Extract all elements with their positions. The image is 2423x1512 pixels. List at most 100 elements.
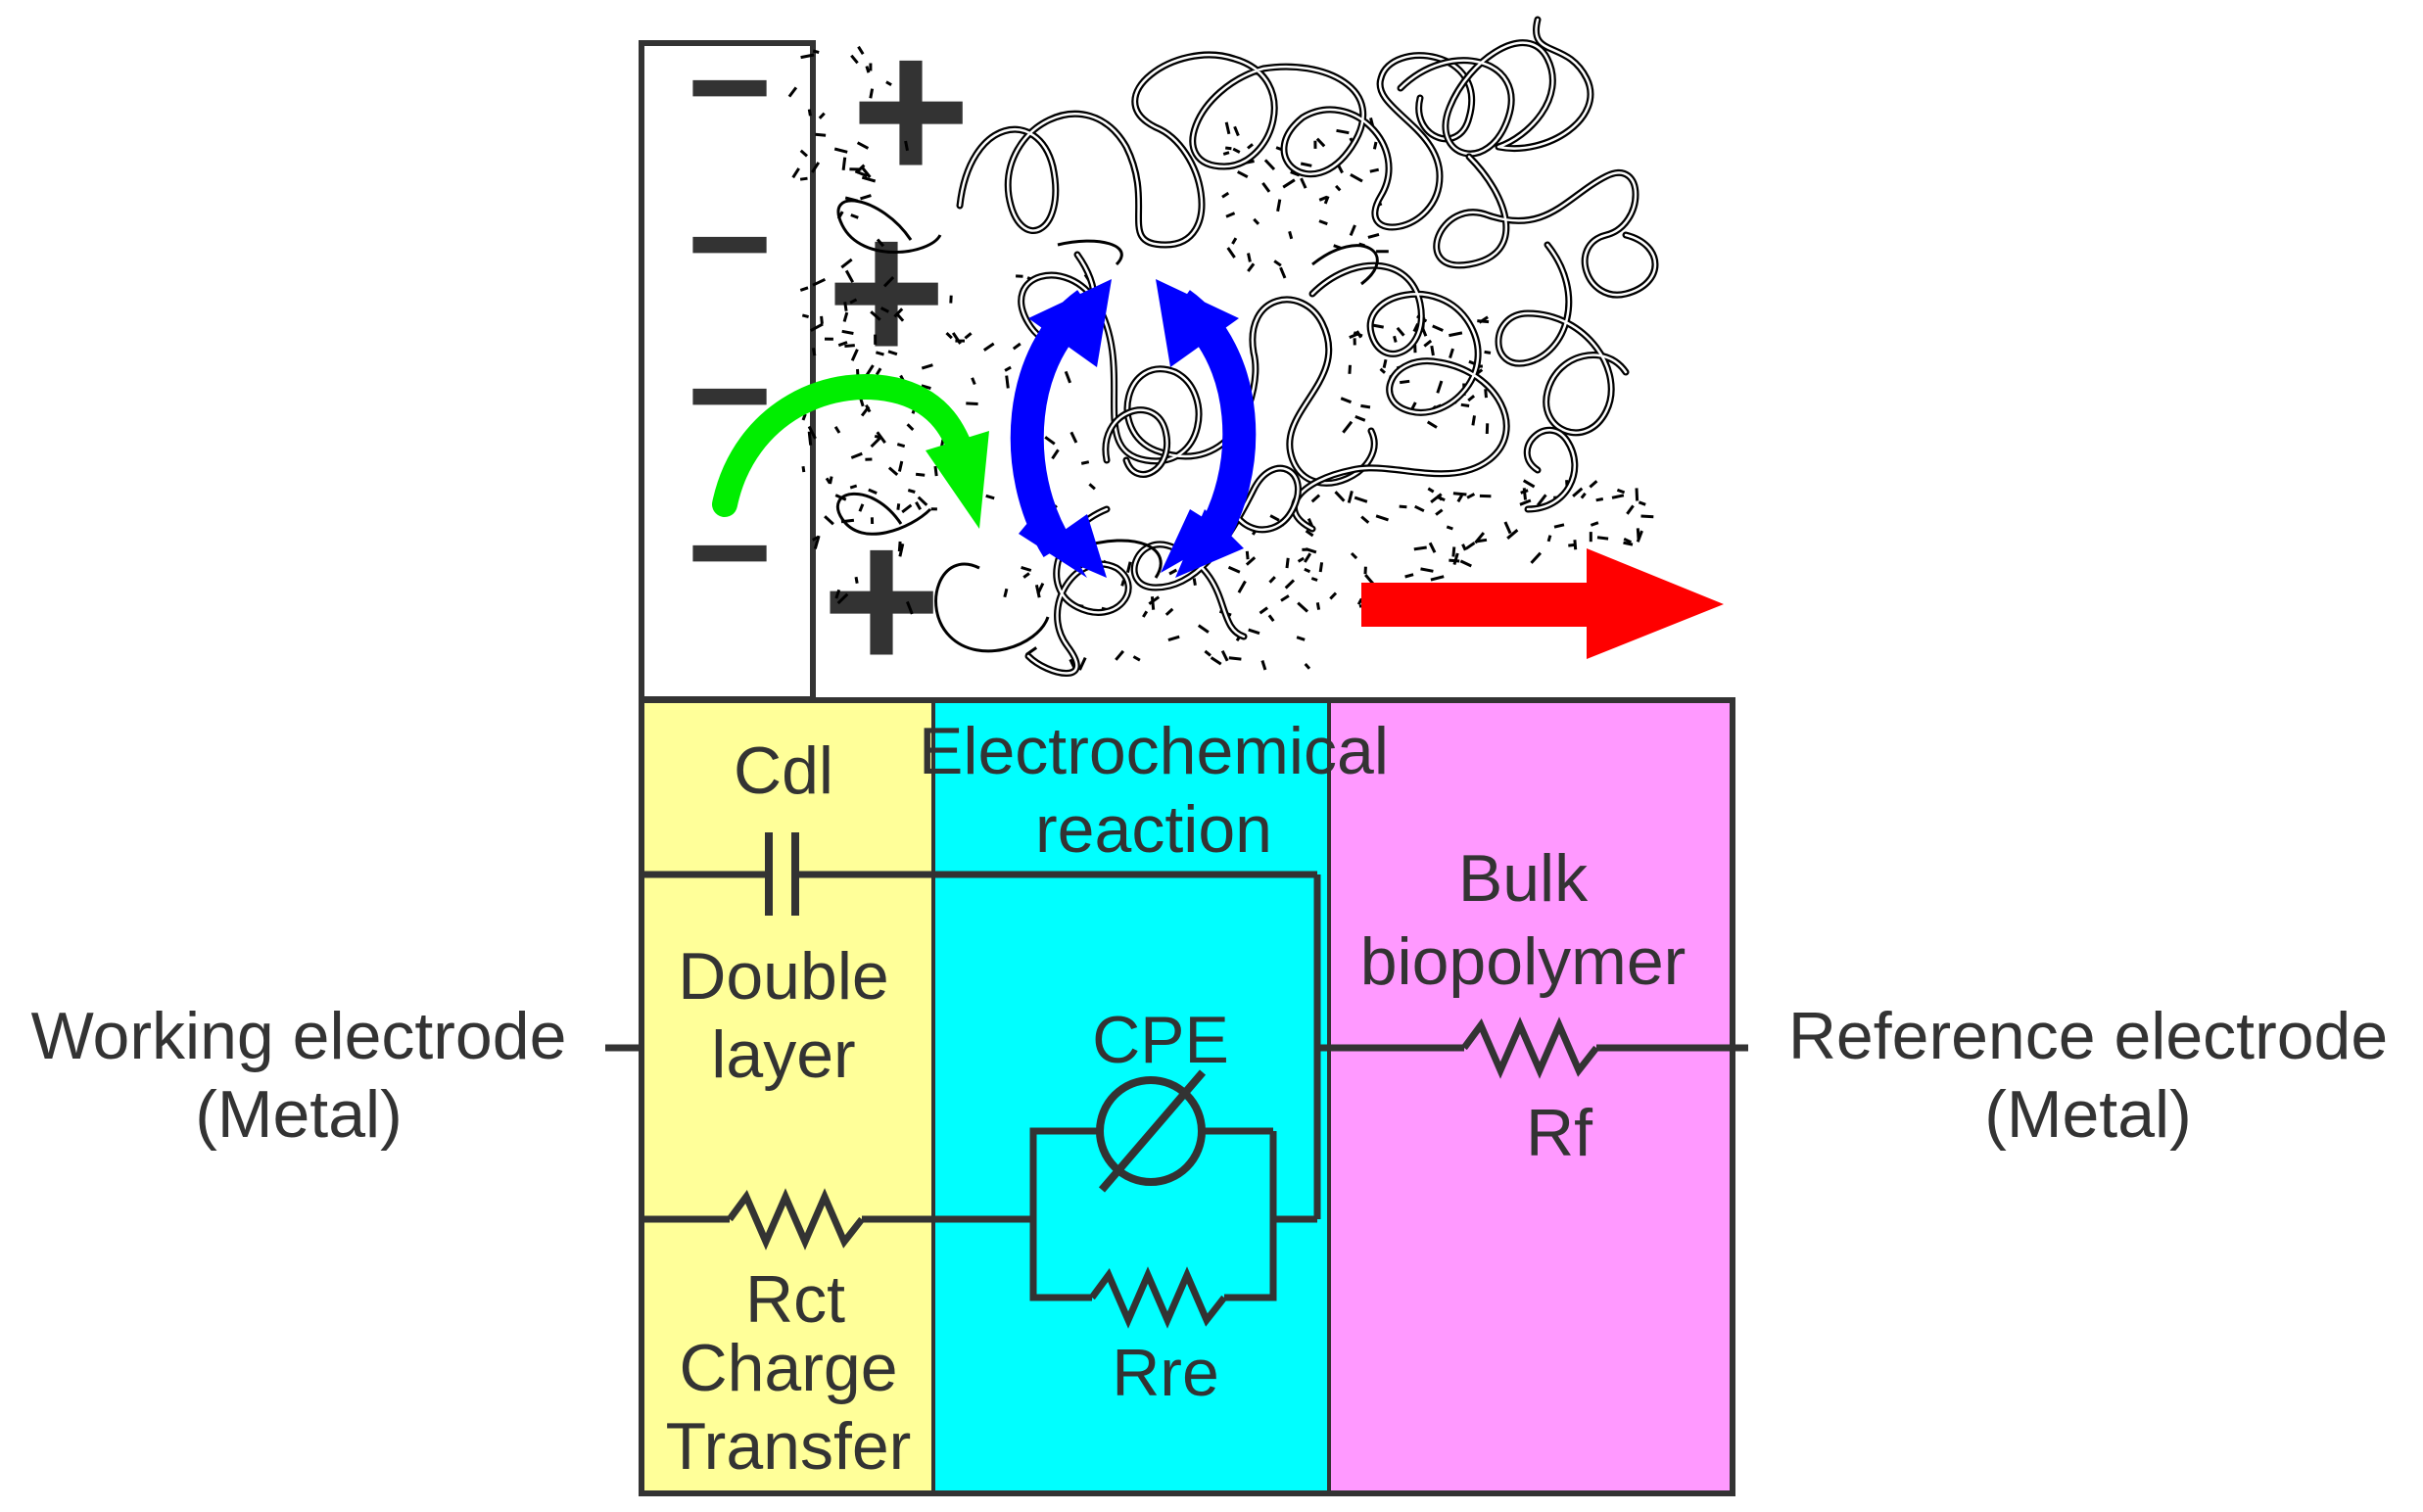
ion-dash [1360,515,1370,524]
ion-dash [1078,656,1087,671]
ion-dash [985,494,995,500]
ion-dash [1348,364,1352,374]
ion-dash [1467,395,1476,402]
ion-dash [1589,480,1598,489]
ion-dash [1225,212,1236,218]
ion-dash [1310,577,1318,582]
ion-dash [1426,420,1438,429]
ion-dash [1231,237,1238,245]
ion-dash [1323,195,1330,205]
ion-dash [1427,487,1435,494]
ion-dash [1285,557,1290,569]
ion-dash [964,332,973,340]
ion-dash [915,501,923,511]
ion-dash [945,332,953,340]
ion-dash [1164,607,1174,616]
ion-dash [1329,591,1338,600]
ion-dash [1284,579,1296,590]
ion-dash [1247,253,1252,262]
electrochemical-title-line1: Electrochemical [919,714,1389,788]
ion-dash [1437,496,1446,501]
ion-dash [799,176,808,181]
ion-dash [1546,535,1552,543]
ion-dash [1226,247,1236,259]
ion-dash [1355,330,1362,339]
ion-dash [1276,199,1282,213]
ion-dash [1461,543,1467,551]
ion-dash [1150,596,1156,610]
ion-dash [1197,624,1210,634]
ion-dash [843,302,848,311]
ion-dash [1248,628,1260,636]
ion-dash [895,312,905,322]
ion-dash [818,112,826,119]
ion-dash [1635,488,1639,501]
ion-dash [915,472,926,477]
ion-dash [1125,561,1132,573]
ion-dash [1036,582,1045,594]
ion-dash [842,311,849,322]
electrode-charge: − [687,4,773,168]
ion-dash [1259,606,1268,615]
ion-dash [854,576,859,584]
ion-dash [1459,559,1472,568]
ion-dash [1428,542,1437,553]
ion-dash [799,149,808,158]
ion-dash [1414,504,1425,513]
ion-dash [1367,232,1380,239]
ion-dash [824,515,834,526]
electrode-charge: − [687,161,773,325]
ion-dash [1233,125,1240,137]
ion-dash [1318,562,1324,573]
ion-dash [1297,601,1309,613]
ion-dash [982,342,995,352]
ion-dash [820,315,824,324]
ion-dash [1115,649,1125,661]
ion-dash [906,423,915,431]
ion-dash [1280,594,1290,602]
ion-dash [1221,191,1230,199]
double-layer-caption-line2: layer [711,1017,855,1092]
left-terminal-line2: (Metal) [195,1077,403,1152]
ion-dash [1484,389,1488,399]
ion-dash [1413,545,1427,551]
ion-dash [1204,649,1212,657]
ion-dash [1296,636,1306,641]
ion-dash [1382,358,1388,369]
ion-dash [1132,655,1141,662]
ion-charge: + [827,176,947,406]
ion-dash [1430,493,1443,503]
ion-dash [1623,541,1634,546]
ion-dash [879,307,889,313]
ion-dash [1430,345,1435,356]
ion-dash [1636,530,1643,543]
ion-dash [1245,556,1257,566]
ion-dash [1167,635,1180,642]
ion-dash [1580,492,1587,499]
ion-dash [869,88,875,99]
ion-dash [1372,141,1378,150]
ion-dash [1452,552,1459,566]
ion-dash [933,465,938,477]
ion-dash [844,344,855,348]
ion-dash [897,460,904,472]
ion-dash [844,269,855,283]
ion-dash [850,213,859,219]
ion-dash [1596,536,1609,541]
ion-dash [1315,137,1326,148]
ion-dash [840,258,853,269]
ion-dash [850,54,859,65]
bulk-title-line2: biopolymer [1360,924,1687,999]
ion-dash [801,465,806,473]
ion-dash [898,543,905,557]
ion-dash [1430,575,1445,582]
ion-dash [1465,542,1476,550]
ion-dash [1530,551,1543,564]
ion-dash [1573,540,1578,550]
ion-dash [1553,523,1565,529]
ion-dash [1300,177,1307,189]
ion-dash [856,141,870,150]
ion-dash [1360,403,1371,409]
ion-dash [1022,572,1030,579]
